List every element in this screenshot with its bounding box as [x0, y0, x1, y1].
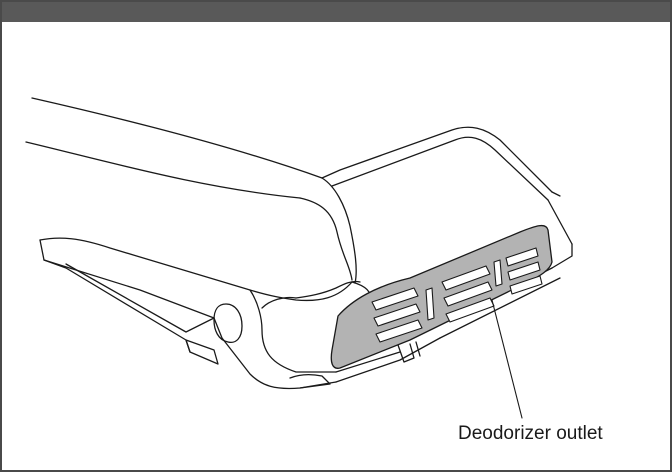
- deodorizer-outlet-label: Deodorizer outlet: [458, 423, 603, 444]
- seat-lid-outline: [25, 97, 561, 284]
- deodorizer-outlet-panel: [330, 224, 553, 369]
- base-body-outline: [39, 199, 573, 390]
- leader-line: [491, 299, 523, 419]
- header-bar: [0, 0, 672, 22]
- vent-slots: [371, 247, 543, 343]
